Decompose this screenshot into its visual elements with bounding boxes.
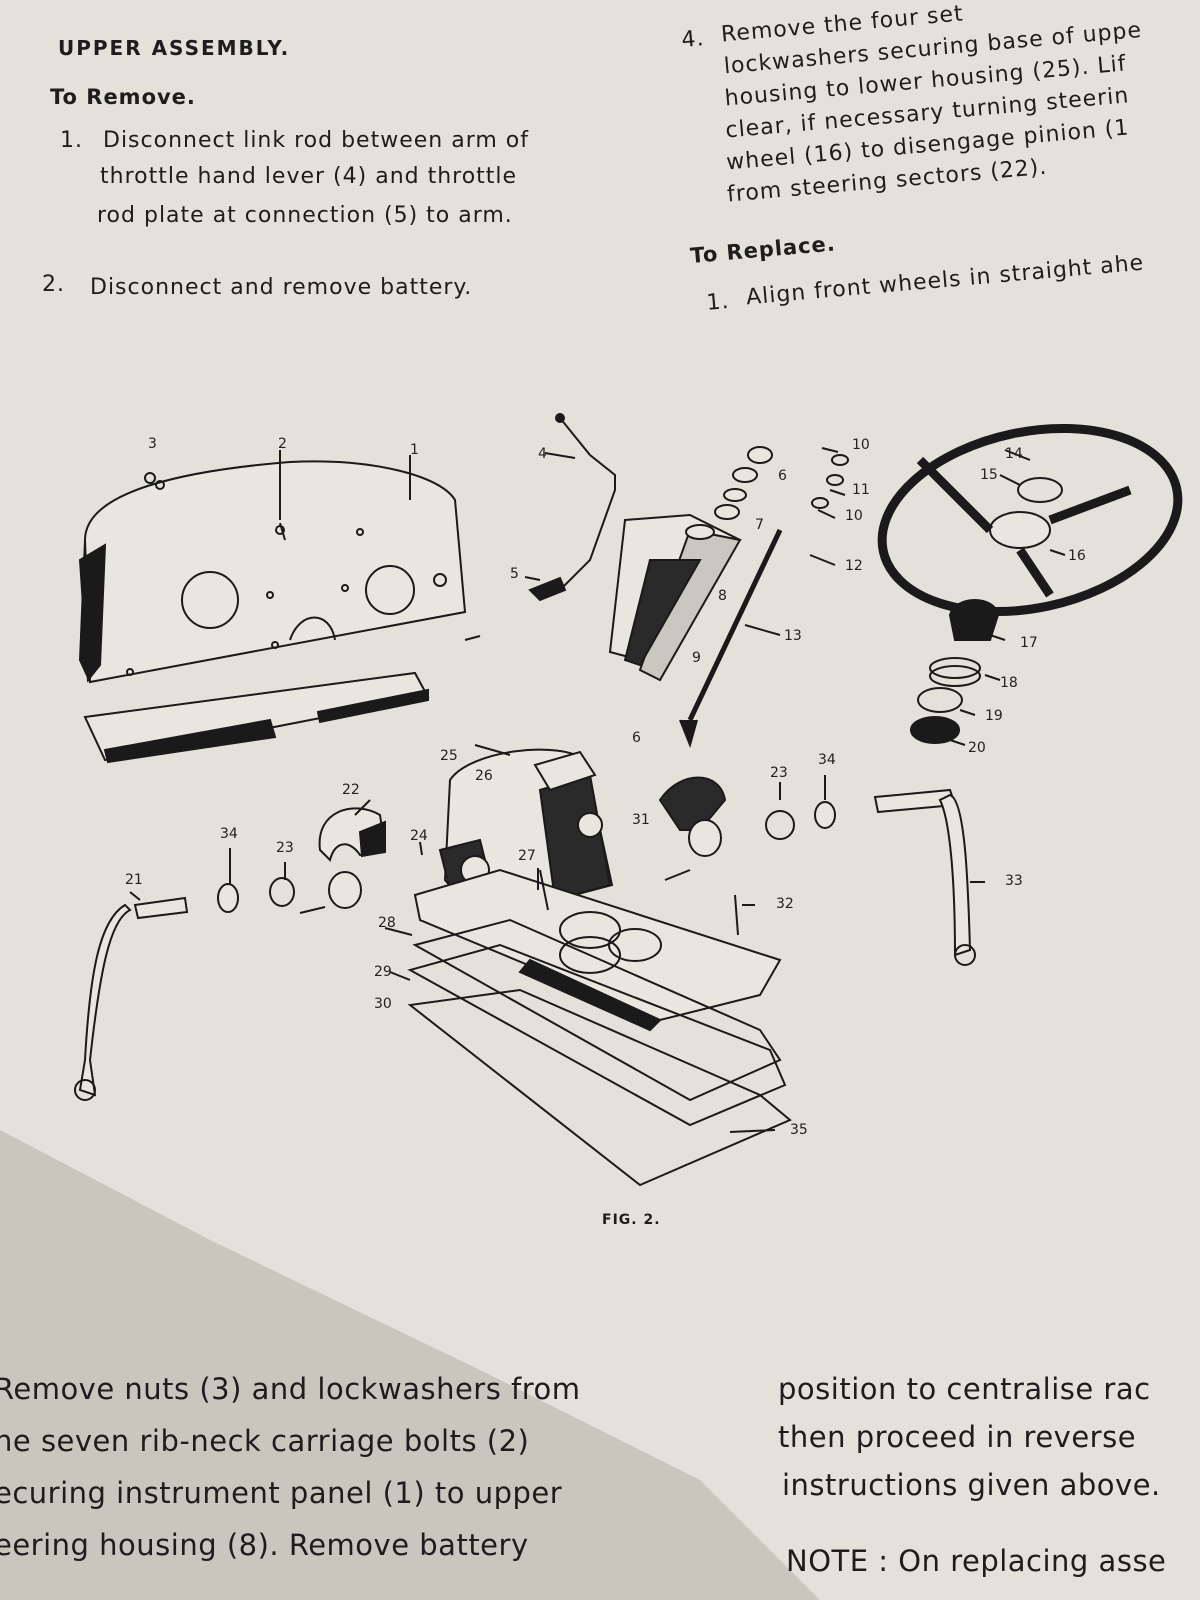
steering-wheel-part <box>877 423 1183 617</box>
callout-34-right: 34 <box>818 752 836 768</box>
hub-nut-part <box>948 599 1000 641</box>
callout-31: 31 <box>632 812 650 828</box>
callout-29: 29 <box>374 964 392 980</box>
callout-1: 1 <box>410 442 419 458</box>
sector-right-part <box>658 776 727 831</box>
callout-27: 27 <box>518 848 536 864</box>
callout-12: 12 <box>845 558 863 574</box>
callout-14: 14 <box>1005 446 1023 462</box>
base-plate-part <box>413 868 782 1032</box>
callout-11: 11 <box>852 482 870 498</box>
callout-21: 21 <box>125 872 143 888</box>
figure-caption: FIG. 2. <box>602 1212 661 1228</box>
callout-15: 15 <box>980 467 998 483</box>
callout-10-top: 10 <box>852 437 870 453</box>
callout-7: 7 <box>755 517 764 533</box>
callout-5: 5 <box>510 566 519 582</box>
callout-13: 13 <box>784 628 802 644</box>
callout-16: 16 <box>1068 548 1086 564</box>
callout-9: 9 <box>692 650 701 666</box>
callout-20: 20 <box>968 740 986 756</box>
steering-housing-part <box>608 513 742 682</box>
bottom-left-line-1: Remove nuts (3) and lockwashers from <box>0 1372 581 1406</box>
step-1-number: 1. <box>60 128 83 153</box>
throttle-lever-part <box>559 417 616 591</box>
step-1-line-1: Disconnect link rod between arm of <box>103 128 529 153</box>
drop-arm-21-part <box>133 896 189 920</box>
panel-strip-part <box>83 671 430 764</box>
callout-8: 8 <box>718 588 727 604</box>
bottom-right-line-4: NOTE : On replacing asse <box>786 1544 1167 1578</box>
callout-23-right: 23 <box>770 765 788 781</box>
step-1-line-2: throttle hand lever (4) and throttle <box>100 164 518 189</box>
callout-34-left: 34 <box>220 826 238 842</box>
pinion-shaft-part <box>687 528 783 722</box>
callout-18: 18 <box>1000 675 1018 691</box>
callout-33: 33 <box>1005 873 1023 889</box>
gasket-30-part <box>407 988 792 1187</box>
callout-23-left: 23 <box>276 840 294 856</box>
callout-6-top: 6 <box>778 468 787 484</box>
step-2-text: Disconnect and remove battery. <box>90 275 473 300</box>
bottom-right-line-1: position to centralise rac <box>778 1372 1151 1406</box>
callout-3: 3 <box>148 436 157 452</box>
bottom-right-line-2: then proceed in reverse <box>778 1420 1137 1454</box>
callout-25: 25 <box>440 748 458 764</box>
callout-35: 35 <box>790 1122 808 1138</box>
callout-28: 28 <box>378 915 396 931</box>
callout-30: 30 <box>374 996 392 1012</box>
to-remove-heading: To Remove. <box>50 85 196 109</box>
gasket-29-part <box>412 918 782 1102</box>
section-heading: UPPER ASSEMBLY. <box>58 36 291 60</box>
step-1-line-3: rod plate at connection (5) to arm. <box>97 203 513 228</box>
callout-24: 24 <box>410 828 428 844</box>
callout-19: 19 <box>985 708 1003 724</box>
bottom-right-line-3: instructions given above. <box>782 1468 1161 1502</box>
instrument-panel-part <box>78 460 467 684</box>
callout-6-lower: 6 <box>632 730 641 746</box>
callout-22: 22 <box>342 782 360 798</box>
callout-4: 4 <box>538 446 547 462</box>
callout-10-lower: 10 <box>845 508 863 524</box>
bottom-left-line-3: ecuring instrument panel (1) to upper <box>0 1476 563 1510</box>
callout-26: 26 <box>475 768 493 784</box>
callout-17: 17 <box>1020 635 1038 651</box>
callout-32: 32 <box>776 896 794 912</box>
bottom-left-line-4: eering housing (8). Remove battery <box>0 1528 529 1562</box>
bottom-left-line-2: he seven rib-neck carriage bolts (2) <box>0 1424 530 1458</box>
callout-2: 2 <box>278 436 287 452</box>
step-2-number: 2. <box>42 272 65 297</box>
